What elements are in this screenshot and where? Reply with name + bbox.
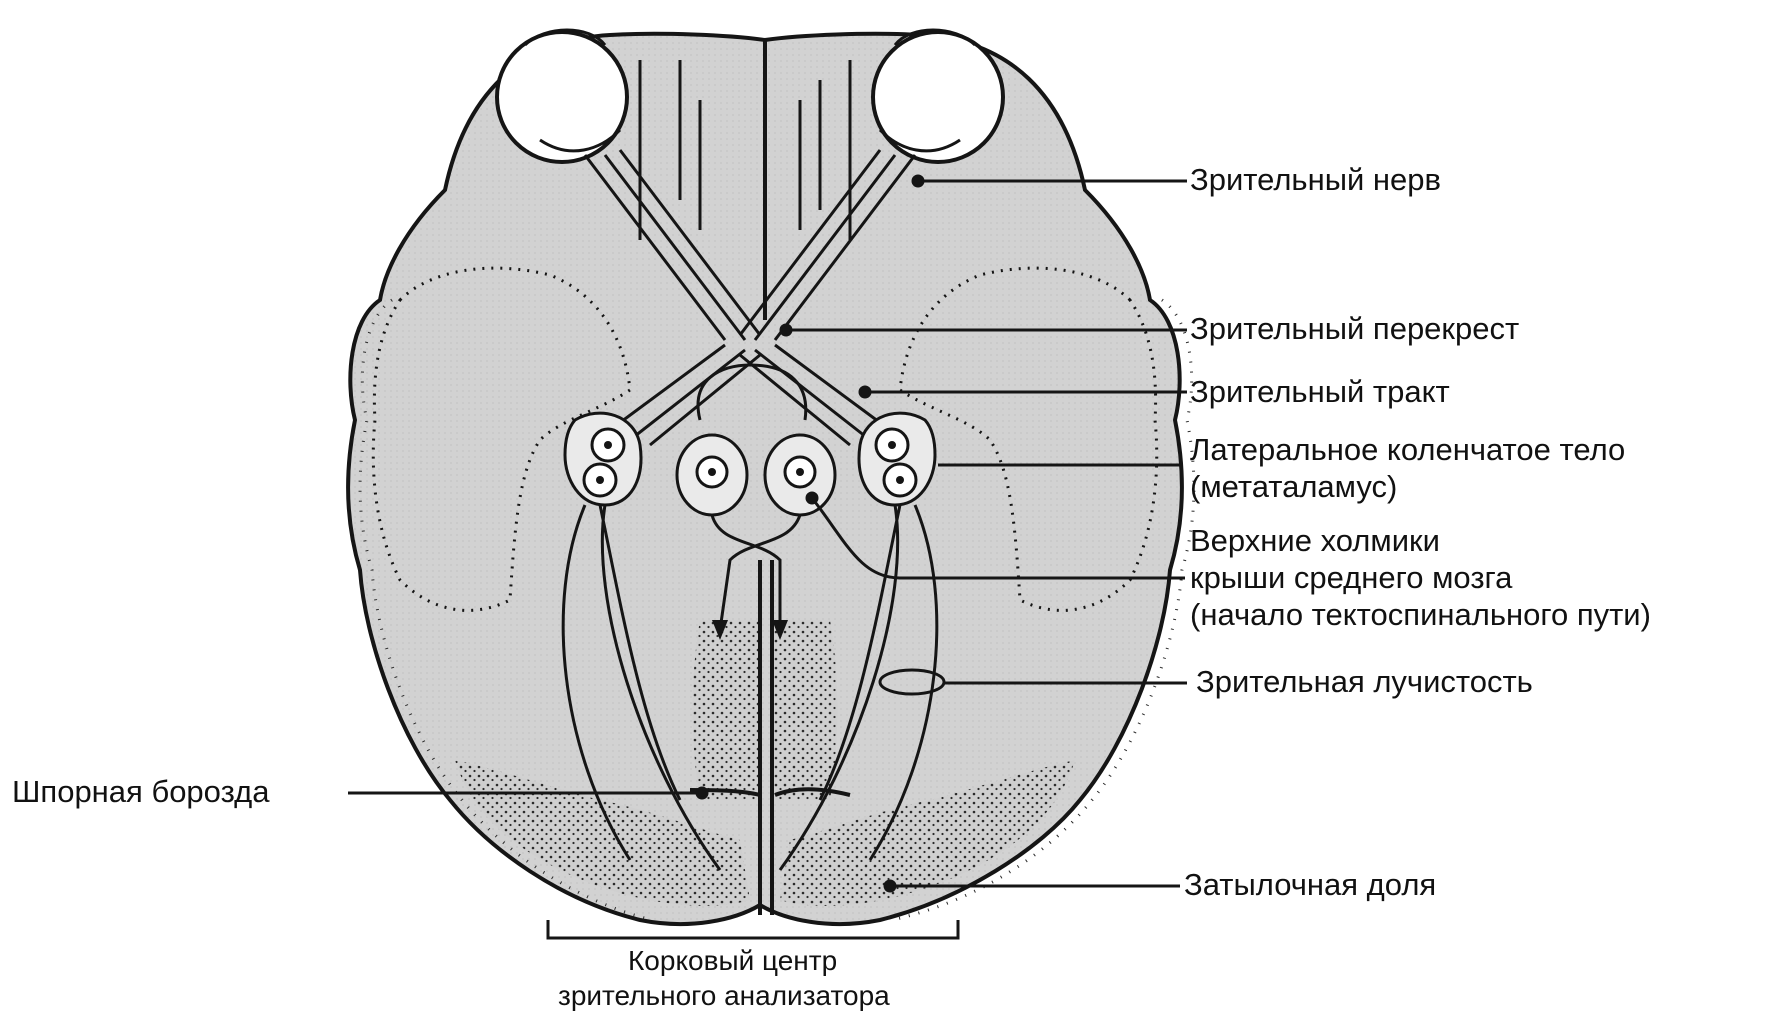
label-colliculi-3: (начало тектоспинального пути) [1190,598,1651,633]
label-cortex-1: Корковый центр [628,945,837,976]
label-optic-chiasm: Зрительный перекрест [1190,312,1519,347]
label-cortex-2: зрительного анализатора [558,980,890,1011]
label-lgn-2: (метаталамус) [1190,470,1397,505]
left-lgn [565,413,641,505]
label-optic-nerve: Зрительный нерв [1190,163,1441,198]
right-lgn [859,413,935,505]
label-lgn-1: Латеральное коленчатое тело [1190,433,1625,468]
cortex-bracket [548,920,958,938]
label-occipital-lobe: Затылочная доля [1184,868,1436,903]
label-calcarine-sulcus: Шпорная борозда [12,775,269,810]
label-optic-tract: Зрительный тракт [1190,375,1450,410]
label-colliculi-1: Верхние холмики [1190,524,1440,559]
right-eye [873,30,1003,162]
label-colliculi-2: крыши среднего мозга [1190,561,1512,596]
left-eye [497,30,627,162]
label-optic-radiation: Зрительная лучистость [1196,665,1533,700]
